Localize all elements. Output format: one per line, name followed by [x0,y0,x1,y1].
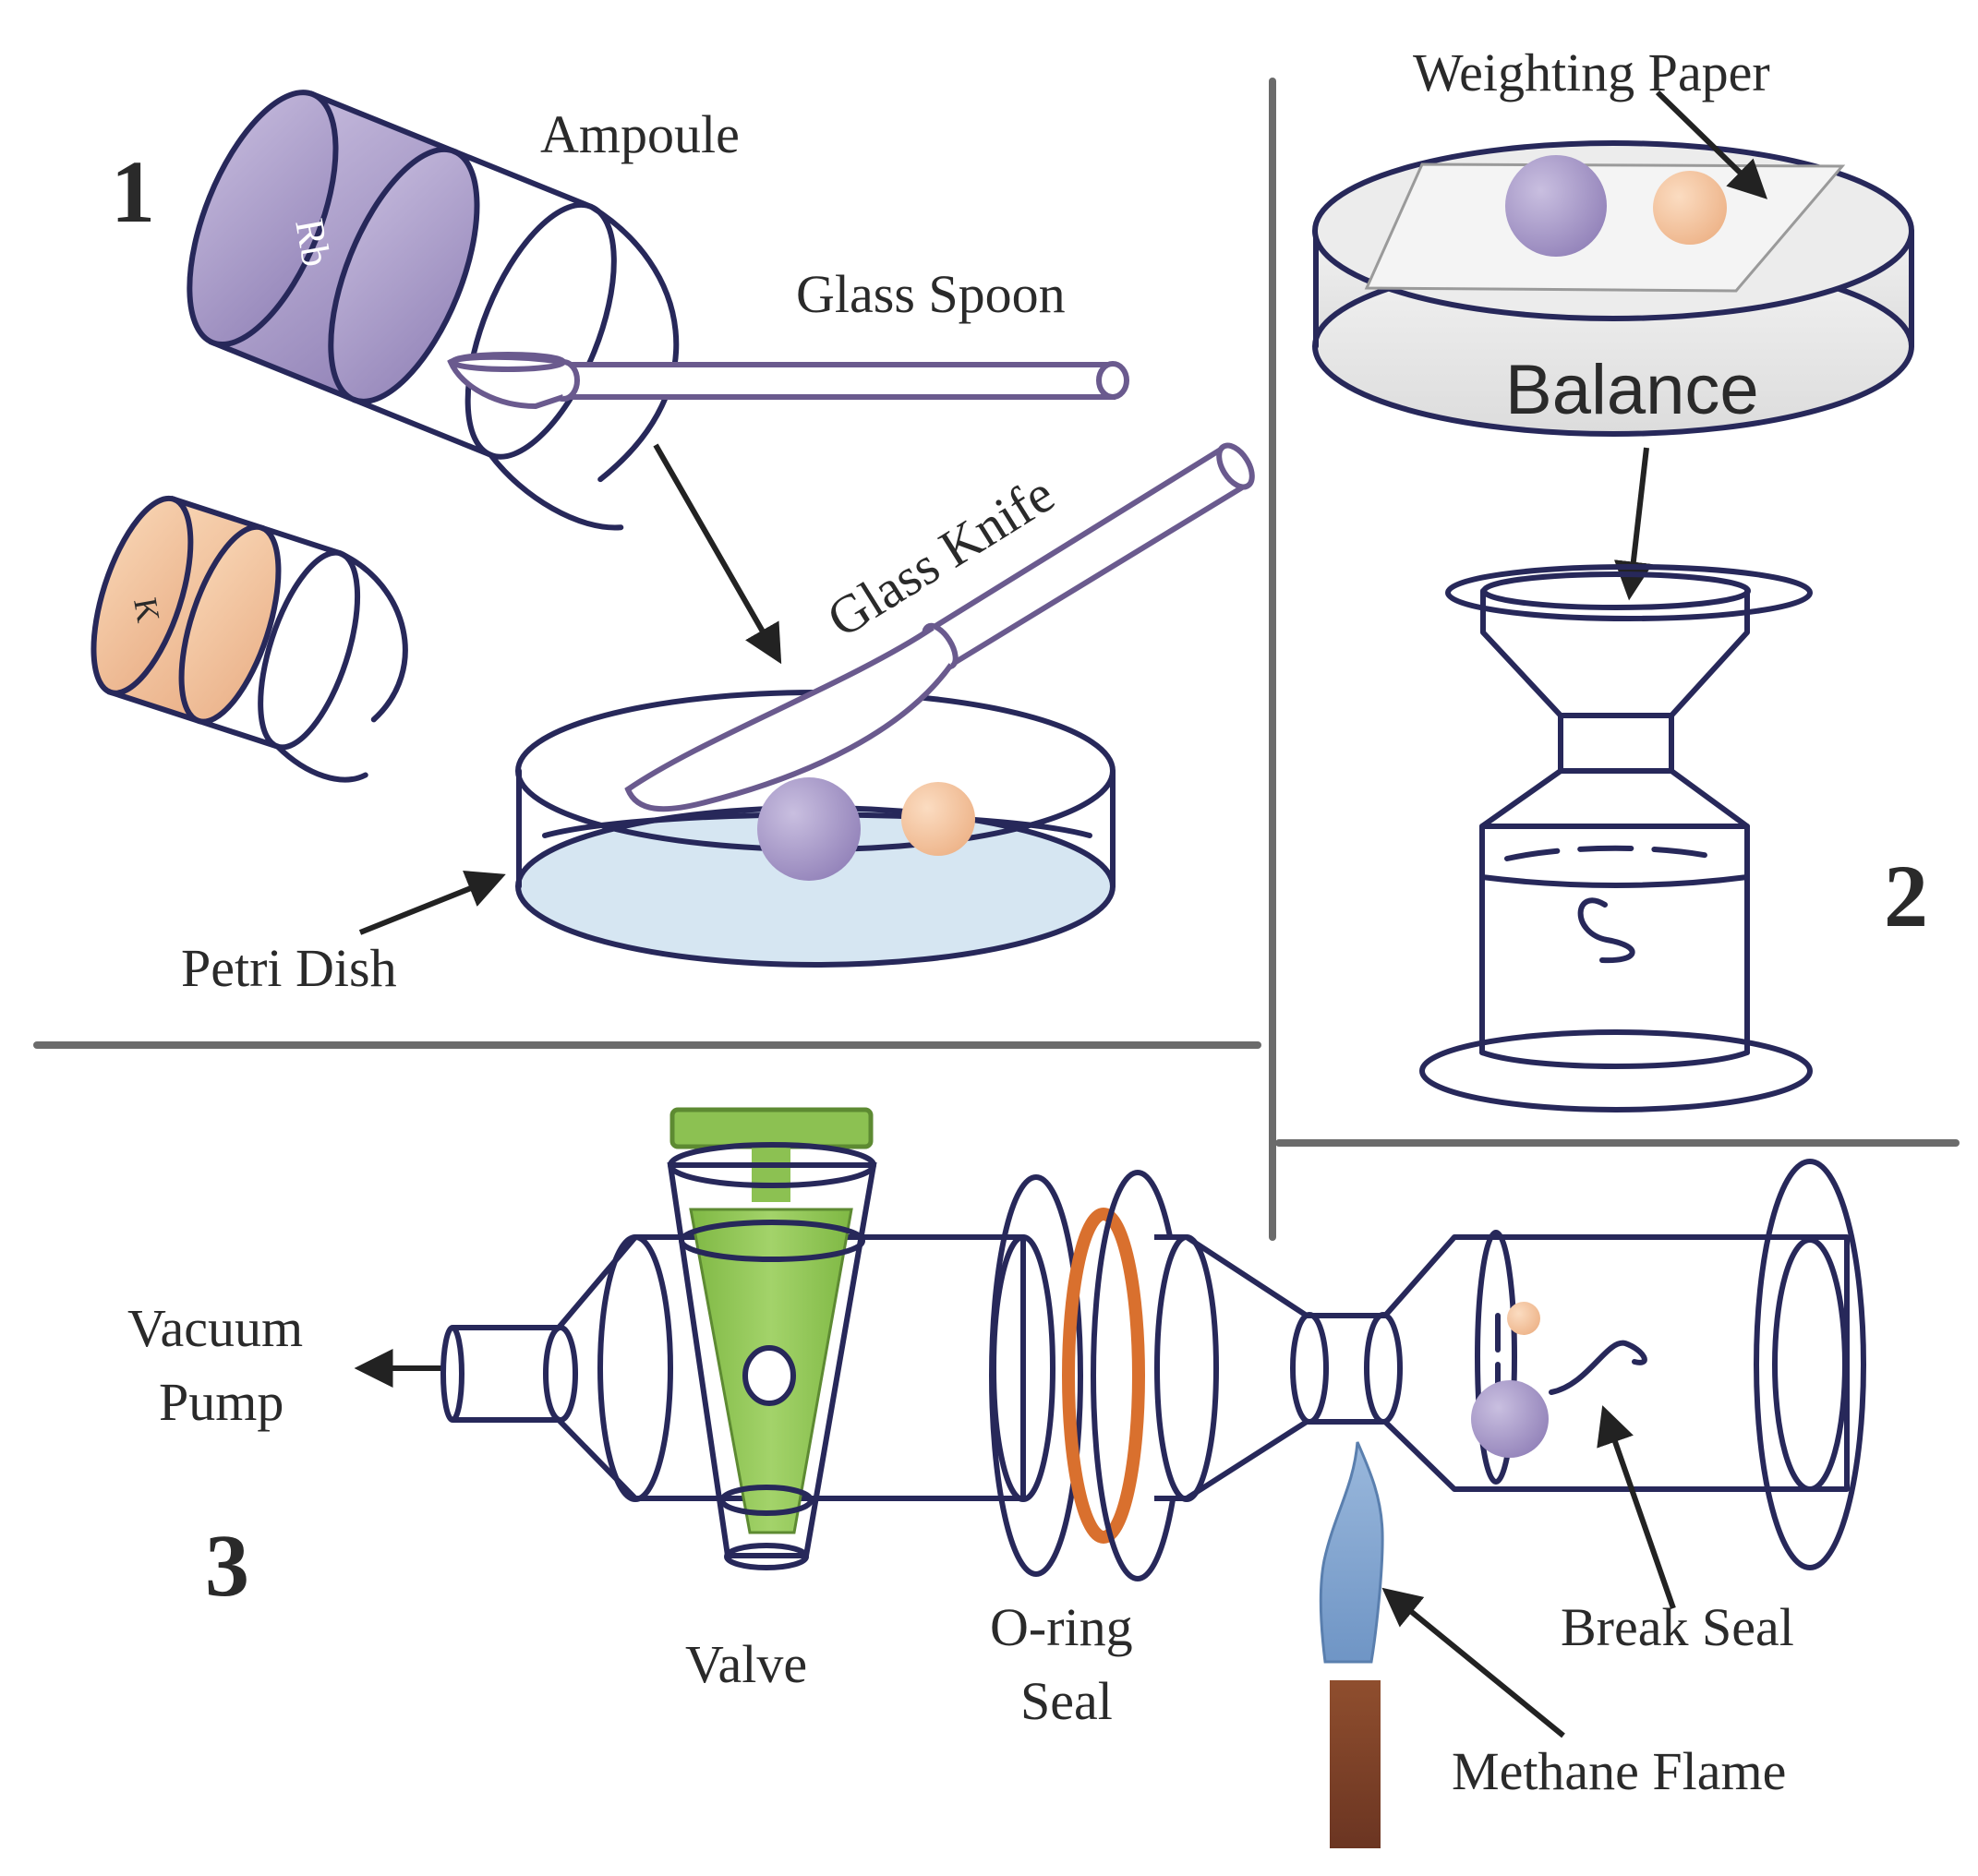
valve-label: Valve [685,1634,807,1694]
glass-spoon [447,352,1129,410]
rb-ball-paper [1505,155,1607,257]
weighting-paper-label: Weighting Paper [1413,42,1770,102]
balance-label: Balance [1505,351,1759,429]
k-ball-paper [1653,171,1727,245]
glass-knife [624,442,1255,812]
panel-3: Vacuum Pump 3 Valve [127,1107,1866,1848]
burner-tube [1330,1680,1381,1848]
rb-ball-vessel [1471,1380,1549,1458]
k-ball-dish [901,782,975,856]
methane-burner [1319,1441,1384,1848]
panel-1: 1 Rb K Ampoule [90,90,1255,998]
valve [667,1107,877,1570]
flame [1319,1441,1384,1664]
panel-2-number: 2 [1884,847,1928,945]
rb-ball-dish [757,777,861,881]
rb-ampoule [187,90,680,531]
glass-spoon-label: Glass Spoon [796,264,1066,324]
transfer-arrow [653,443,782,665]
weighting-paper-arrow [1655,90,1768,199]
ampoule-label: Ampoule [540,104,740,164]
petri-dish-arrow [358,870,506,935]
oring [1062,1208,1145,1544]
k-ball-vessel [1507,1302,1540,1335]
pump-label: Pump [159,1372,283,1432]
vacuum-label: Vacuum [127,1298,303,1358]
funnel-flask [1419,564,1813,1112]
panel-3-number: 3 [205,1516,249,1615]
rb-label: Rb [286,215,339,270]
balance-to-funnel-arrow [1613,447,1653,601]
valve-bore [742,1345,796,1406]
petri-dish-label: Petri Dish [181,938,397,998]
methane-flame-label: Methane Flame [1452,1741,1786,1801]
panel-2: Weighting Paper Balance [1312,42,1928,1112]
panel-1-number: 1 [111,142,155,241]
oring-label-line1: O-ring [990,1597,1133,1657]
break-seal-arrow [1597,1405,1676,1609]
methane-flame-arrow [1381,1587,1565,1738]
oring-label-line2: Seal [1020,1671,1113,1731]
break-seal-vessel [1154,1159,1866,1570]
break-seal-label: Break Seal [1561,1597,1794,1657]
k-ampoule [90,495,408,783]
panel-dividers [33,78,1960,1241]
